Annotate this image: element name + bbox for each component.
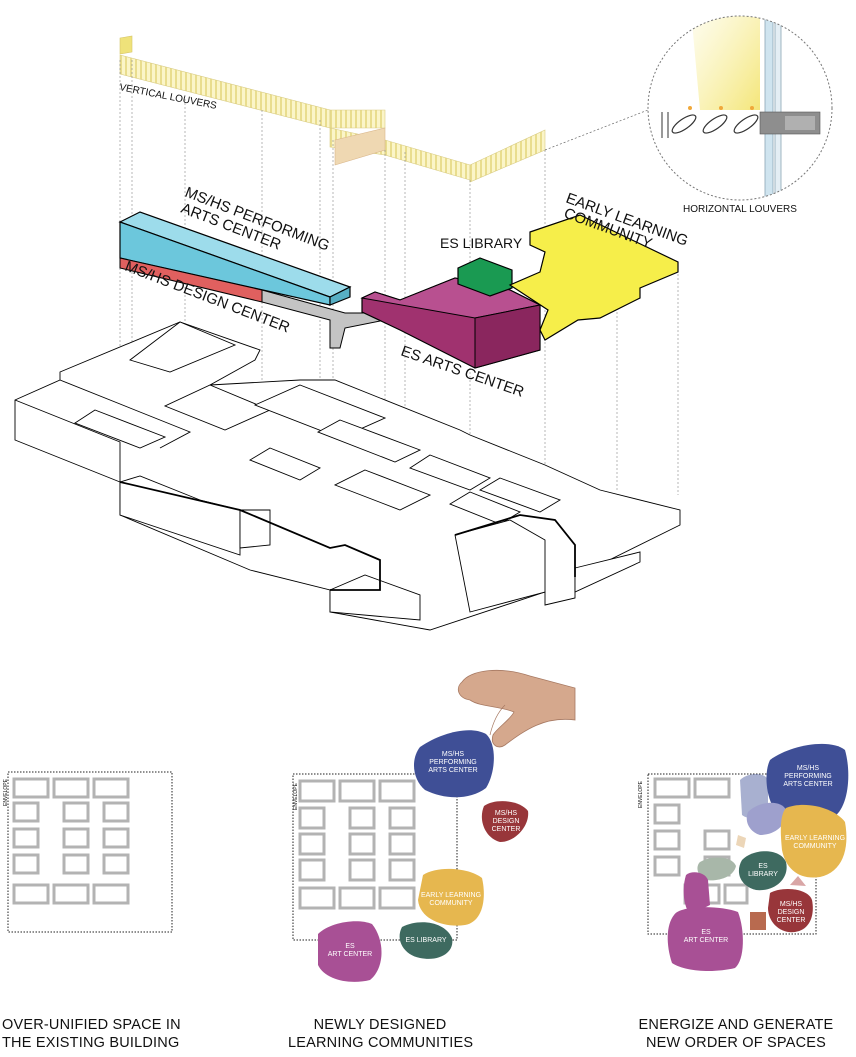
envelope-label-3: ENVELOPE: [638, 780, 644, 808]
caption-new-line2: LEARNING COMMUNITIES: [288, 1035, 474, 1051]
blob-early-learning-2: [780, 804, 847, 878]
caption-order-line2: NEW ORDER OF SPACES: [646, 1035, 826, 1051]
p3-eslib-label-2: LIBRARY: [748, 871, 778, 878]
caption-existing: OVER-UNIFIED SPACE IN THE EXISTING BUILD…: [2, 1016, 181, 1052]
blob-peach: [736, 835, 746, 848]
p2-early-label-1: EARLY LEARNING: [421, 892, 481, 899]
blob-es-library: [399, 922, 453, 959]
hand-illustration: [457, 670, 576, 748]
p2-design-label-1: MS/HS: [495, 810, 518, 817]
blob-rust: [750, 912, 766, 930]
p2-early-label-2: COMMUNITY: [429, 900, 472, 907]
es-library-label: ES LIBRARY: [440, 235, 523, 251]
p2-performing-label-2: PERFORMING: [429, 759, 476, 766]
blob-performing-arts-2: [766, 743, 849, 820]
blob-es-art-center-2: [667, 907, 743, 971]
existing-building: [14, 321, 681, 631]
caption-new-line1: NEWLY DESIGNED: [313, 1017, 447, 1033]
caption-new-communities: NEWLY DESIGNED LEARNING COMMUNITIES: [288, 1016, 474, 1052]
panel-new-communities: [292, 670, 576, 982]
blob-performing-arts: [413, 730, 494, 798]
p3-design-label-2: DESIGN: [778, 909, 805, 916]
p3-performing-label-1: MS/HS: [797, 765, 820, 772]
p2-design-label-3: CENTER: [492, 826, 521, 833]
p3-early-label-2: COMMUNITY: [793, 843, 836, 850]
blob-lavender: [746, 802, 787, 835]
panel-new-order: [647, 743, 849, 971]
p2-esart-label-2: ART CENTER: [328, 951, 372, 958]
horizontal-louvers-detail: [544, 15, 833, 201]
envelope-label-2: ENVELOPE: [293, 782, 299, 810]
blob-design-center-2: [768, 888, 813, 933]
blob-es-library-2: [738, 851, 787, 891]
p3-esart-label-2: ART CENTER: [684, 937, 728, 944]
panel-existing: [7, 771, 173, 933]
caption-existing-line1: OVER-UNIFIED SPACE IN: [2, 1017, 181, 1033]
p3-early-label-1: EARLY LEARNING: [785, 835, 845, 842]
p3-design-label-3: CENTER: [777, 917, 806, 924]
p2-performing-label-3: ARTS CENTER: [428, 767, 477, 774]
caption-new-order: ENERGIZE AND GENERATE NEW ORDER OF SPACE…: [638, 1016, 834, 1052]
vertical-louvers: [119, 35, 546, 183]
horizontal-louvers-label: HORIZONTAL LOUVERS: [683, 204, 797, 215]
existing-classroom-grid: [12, 777, 130, 905]
early-learning-block: [508, 214, 679, 341]
p2-design-label-2: DESIGN: [493, 818, 520, 825]
p2-eslib-label: ES LIBRARY: [405, 937, 446, 944]
caption-order-line1: ENERGIZE AND GENERATE: [638, 1017, 834, 1033]
blob-es-art-center: [318, 921, 382, 982]
program-blocks: [118, 211, 679, 369]
p3-eslib-label-1: ES: [758, 863, 768, 870]
blob-sage: [697, 857, 736, 881]
new-classroom-grid: [298, 779, 416, 910]
envelope-label-1: ENVELOPE: [3, 778, 9, 806]
p2-esart-label-1: ES: [345, 943, 355, 950]
p3-design-label-1: MS/HS: [780, 901, 803, 908]
es-library-block: [457, 257, 513, 297]
blob-design-center: [481, 801, 529, 842]
caption-existing-line2: THE EXISTING BUILDING: [2, 1035, 180, 1051]
p2-performing-label-1: MS/HS: [442, 751, 465, 758]
p3-performing-label-3: ARTS CENTER: [783, 781, 832, 788]
p3-performing-label-2: PERFORMING: [784, 773, 831, 780]
blob-pink: [790, 876, 806, 886]
blob-early-learning: [418, 868, 484, 926]
p3-esart-label-1: ES: [701, 929, 711, 936]
